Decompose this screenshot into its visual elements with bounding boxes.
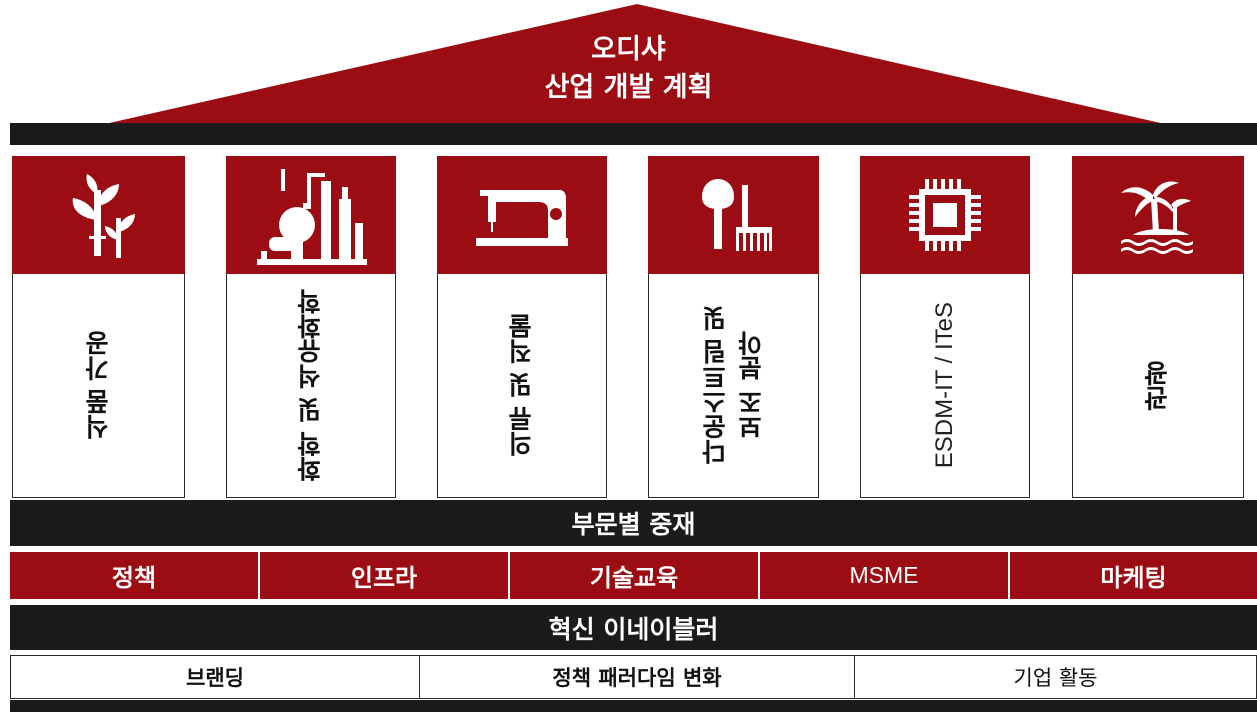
palm-island-icon bbox=[1113, 175, 1203, 255]
intervention-msme: MSME bbox=[760, 552, 1010, 599]
intervention-policy: 정책 bbox=[10, 552, 260, 599]
enabler-branding: 브랜딩 bbox=[10, 655, 420, 699]
pillar-label-line-1: 다운스트림 및 bbox=[700, 306, 730, 465]
pillar-label: 의류 및 직물 bbox=[507, 314, 536, 457]
pillar-label: 식품 가공 bbox=[83, 331, 113, 440]
pillar-chemicals-header bbox=[226, 156, 396, 274]
pillar-esdm-header bbox=[860, 156, 1030, 274]
pillar-apparel-header bbox=[437, 156, 607, 274]
chemical-plant-icon bbox=[251, 163, 371, 268]
pillar-tourism: 관광 bbox=[1072, 274, 1244, 498]
pillar-tourism-header bbox=[1072, 156, 1244, 274]
pillar-apparel: 의류 및 직물 bbox=[437, 274, 607, 498]
sector-interventions-band: 부문별 중재 bbox=[10, 500, 1257, 546]
pillar-label-line-2: 보조 분야 bbox=[736, 331, 766, 440]
pillar-label: 다운스트림 및 보조 분야 bbox=[698, 306, 770, 465]
title-line-2: 산업 개발 계획 bbox=[544, 72, 713, 103]
pillar-downstream: 다운스트림 및 보조 분야 bbox=[648, 274, 819, 498]
sewing-machine-icon bbox=[472, 180, 572, 250]
intervention-skilling: 기술교육 bbox=[510, 552, 760, 599]
pillar-food-processing: 식품 가공 bbox=[12, 274, 185, 498]
pillar-label: ESDM-IT / ITeS bbox=[931, 302, 958, 469]
pillar-label: 관광 bbox=[1143, 360, 1172, 411]
roof-triangle bbox=[105, 4, 1165, 124]
roof-beam bbox=[10, 123, 1257, 145]
pillar-label: 화학 및 석유화학 bbox=[296, 289, 325, 482]
title-line-1: 오디샤 bbox=[591, 34, 666, 65]
plant-sprout-icon bbox=[59, 170, 139, 260]
intervention-marketing: 마케팅 bbox=[1010, 552, 1257, 599]
microchip-icon bbox=[905, 175, 985, 255]
shovel-rake-icon bbox=[694, 175, 774, 255]
pillar-downstream-header bbox=[648, 156, 819, 274]
pillar-food-processing-header bbox=[12, 156, 185, 274]
pillar-esdm: ESDM-IT / ITeS bbox=[860, 274, 1030, 498]
enabler-business: 기업 활동 bbox=[854, 655, 1257, 699]
innovation-enablers-band: 혁신 이네이블러 bbox=[10, 605, 1257, 650]
base-bar bbox=[10, 700, 1257, 712]
intervention-infrastructure: 인프라 bbox=[260, 552, 510, 599]
enabler-policy-paradigm: 정책 패러다임 변화 bbox=[419, 655, 855, 699]
pillar-chemicals: 화학 및 석유화학 bbox=[226, 274, 396, 498]
